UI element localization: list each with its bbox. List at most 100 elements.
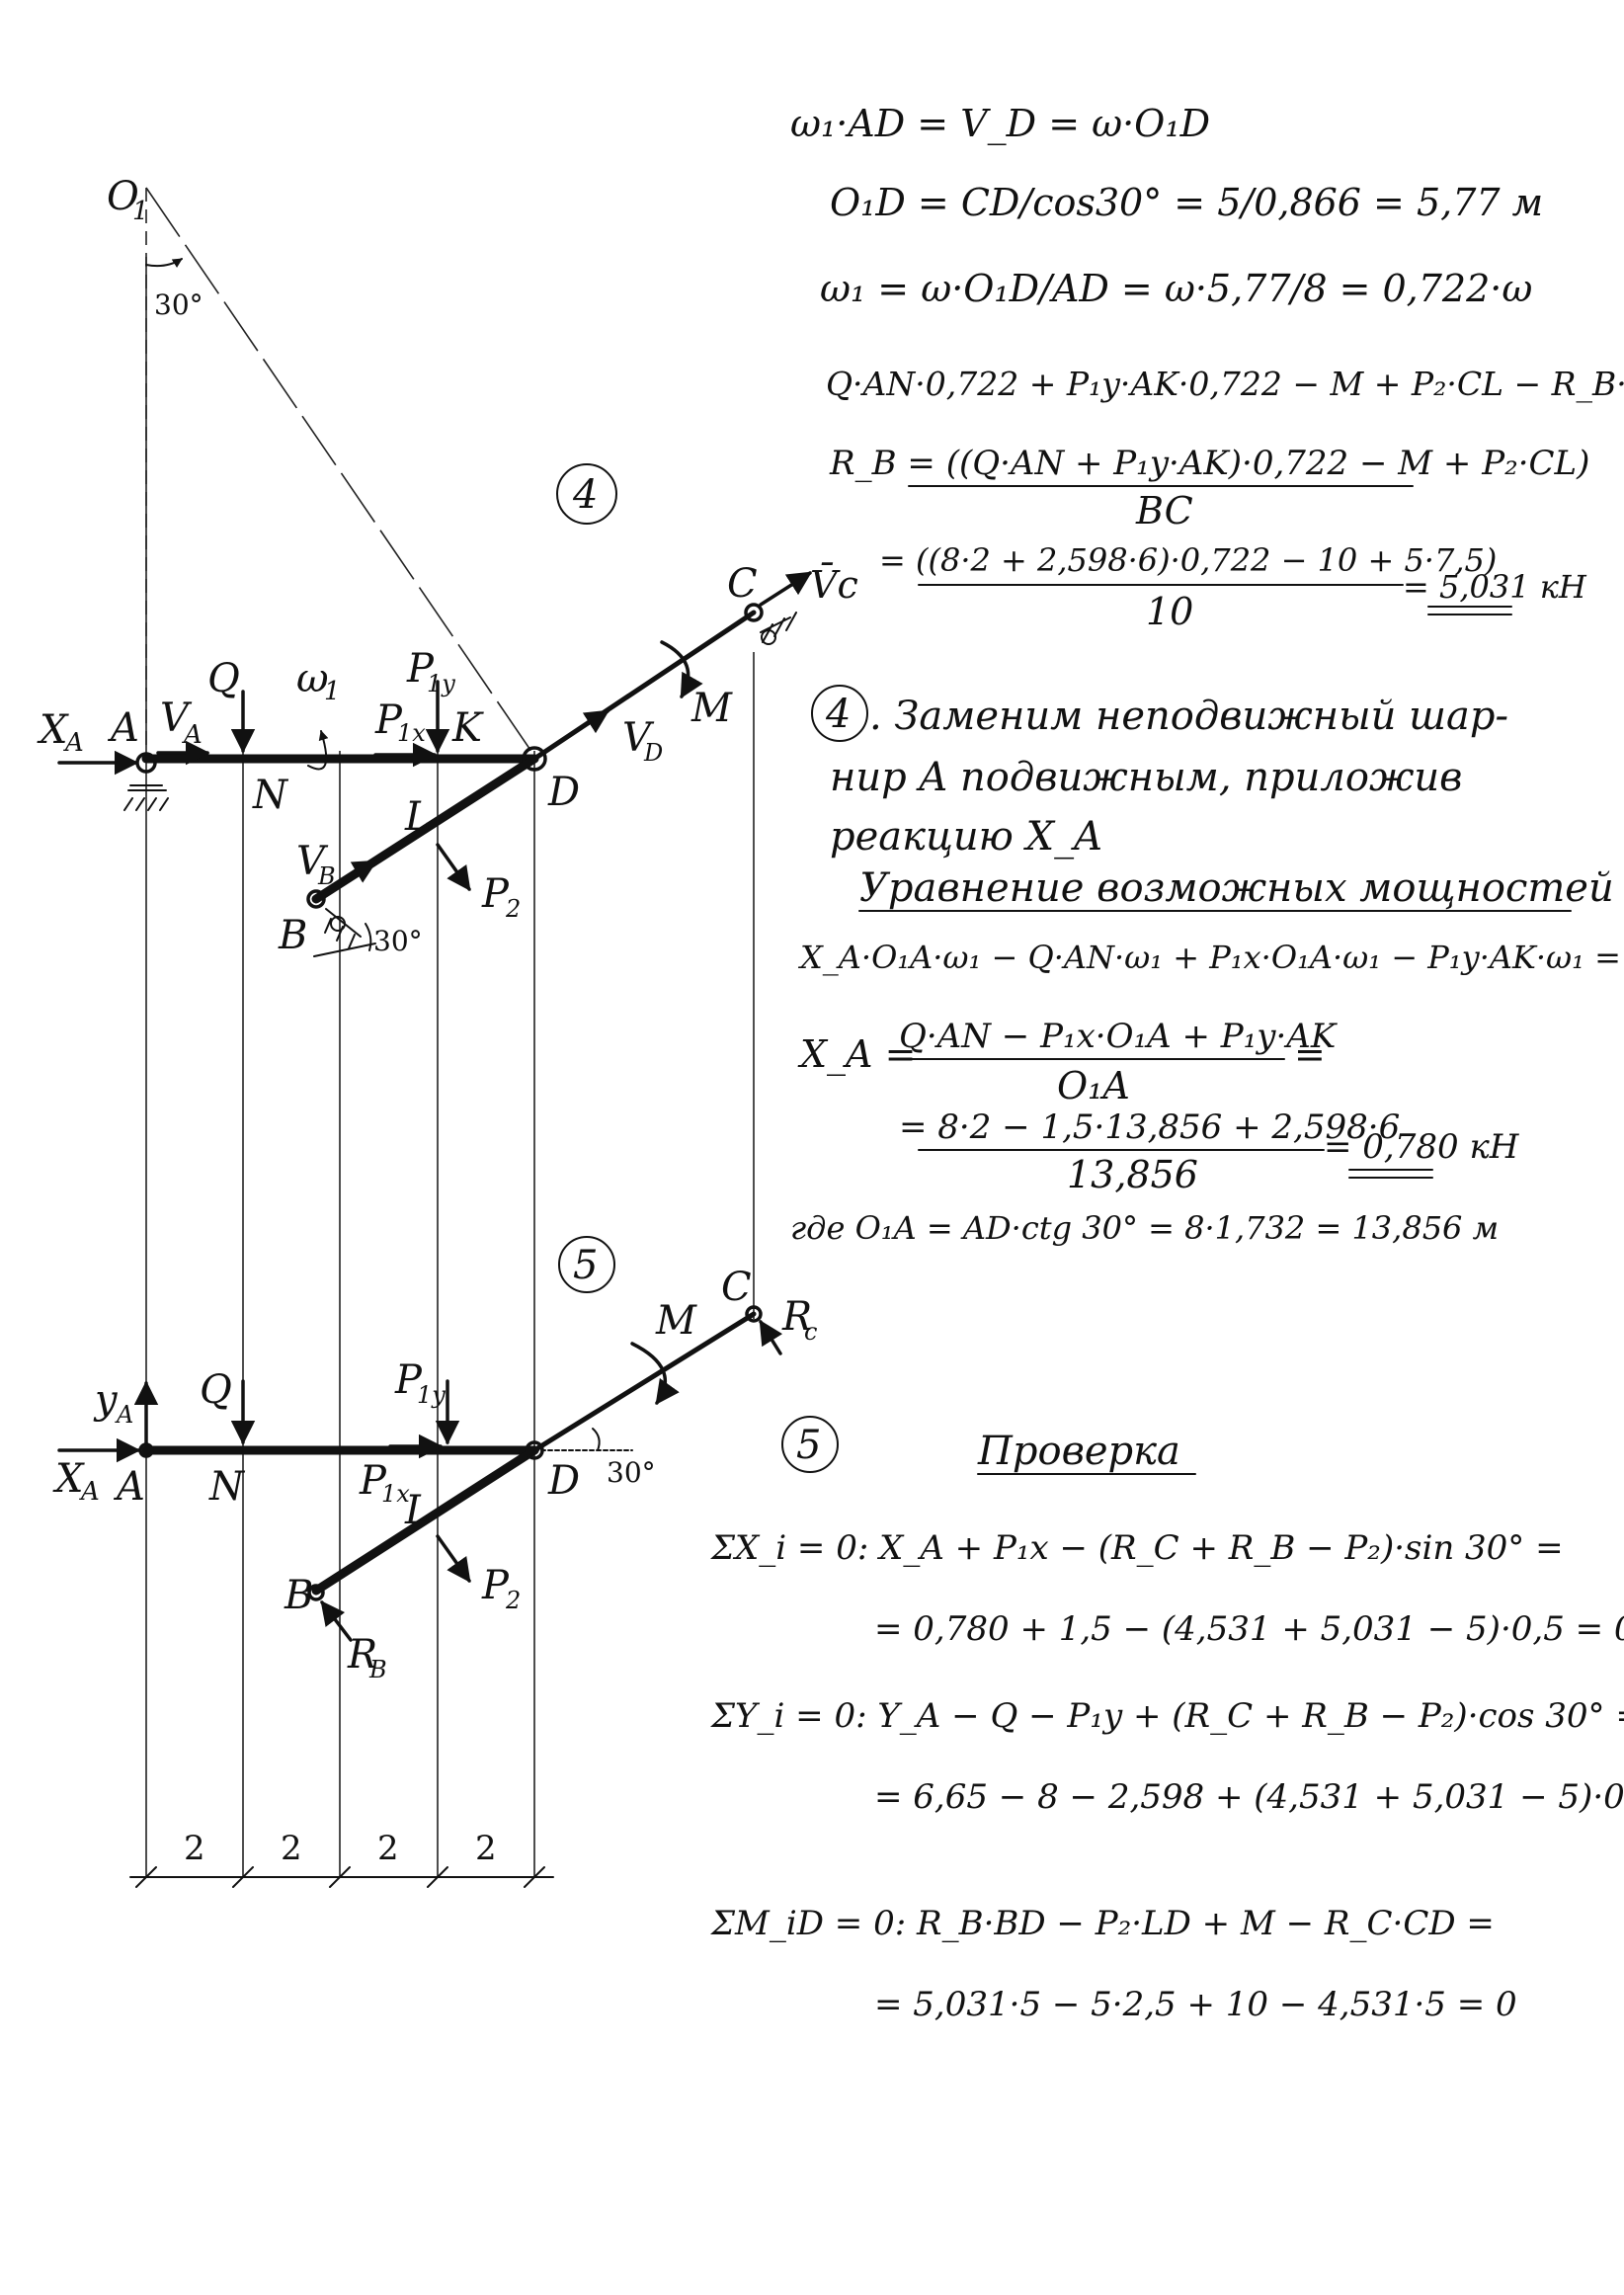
- angle-label-d-bottom: 30°: [607, 1456, 656, 1489]
- omega1-arrow: [307, 730, 329, 771]
- hinge-d-top-dot: [530, 755, 538, 763]
- label-xa-top: X: [37, 707, 69, 753]
- label-q-top: Q: [207, 656, 240, 701]
- arrow-p2-bottom: [436, 1534, 471, 1583]
- dimension-label-4: 2: [475, 1829, 497, 1868]
- case-five-circle: [558, 1236, 615, 1293]
- label-p1y-bottom: P: [394, 1357, 423, 1403]
- label-rc-bottom-sub: c: [804, 1318, 817, 1346]
- point-label-d-bottom: D: [547, 1458, 580, 1504]
- label-p2-bottom-sub: 2: [505, 1587, 521, 1614]
- angle-arc-b-top: [365, 923, 372, 951]
- angle-label-top: 30°: [154, 288, 203, 321]
- case-four-label: 4: [572, 472, 598, 518]
- arrow-rc-bottom: [759, 1319, 783, 1355]
- hinge-d-top: [522, 746, 547, 772]
- check-2-line-2: = 6,65 − 8 − 2,598 + (4,531 + 5,031 − 5)…: [874, 1777, 1624, 1817]
- point-label-o1: O: [107, 174, 139, 219]
- section-five-circle: [781, 1416, 839, 1473]
- label-p1x-bottom-sub: 1x: [381, 1480, 410, 1508]
- label-vb-top-sub: B: [317, 862, 336, 890]
- support-b-top: [313, 908, 376, 957]
- equation-7-lhs: X_A =: [797, 1032, 916, 1077]
- equation-8-numerator: = 8·2 − 1,5·13,856 + 2,598·6: [899, 1107, 1400, 1147]
- label-m-bottom: M: [655, 1298, 697, 1344]
- equation-2: O₁D = CD/cos30° = 5/0,866 = 5,77 м: [830, 181, 1543, 224]
- equation-5-denominator: BC: [1135, 489, 1193, 533]
- section-four-line-2: нир A подвижным, приложив: [830, 755, 1462, 800]
- check-1-line-2: = 0,780 + 1,5 − (4,531 + 5,031 − 5)·0,5 …: [874, 1609, 1624, 1649]
- label-p1x-top: P: [374, 697, 403, 743]
- moment-m-top: [660, 640, 703, 699]
- section-five-heading: Проверка: [977, 1429, 1180, 1474]
- equation-4: Q·AN·0,722 + P₁y·AK·0,722 − M + P₂·CL − …: [826, 365, 1624, 404]
- check-1-line-1: ΣX_i = 0: X_A + P₁x − (R_C + R_B − P₂)·s…: [709, 1528, 1564, 1568]
- case-five-label: 5: [573, 1243, 598, 1288]
- arrow-vb-top: [319, 860, 378, 895]
- moment-m-bottom: [630, 1342, 680, 1405]
- section-four-line-1: . Заменим неподвижный шар-: [869, 694, 1508, 739]
- point-label-o1-sub: 1: [132, 197, 149, 226]
- point-label-n-bottom: N: [208, 1464, 246, 1510]
- angle-label-b-top: 30°: [373, 925, 423, 957]
- label-q-bottom: Q: [200, 1367, 232, 1413]
- label-ya-bottom-sub: A: [115, 1401, 133, 1429]
- point-label-a-top: A: [107, 705, 139, 751]
- label-p1y-top-sub: 1y: [427, 670, 455, 697]
- dimension-label-2: 2: [281, 1829, 302, 1868]
- angle-arc-top: [145, 258, 183, 269]
- point-label-d-top: D: [547, 770, 580, 815]
- label-ya-bottom: y: [93, 1377, 119, 1423]
- label-xa-bottom-sub: A: [79, 1477, 100, 1507]
- equation-5b-numerator: = ((8·2 + 2,598·6)·0,722 − 10 + 5·7,5): [879, 541, 1497, 579]
- point-label-k-top: K: [451, 705, 484, 751]
- o1-d-line: [145, 187, 535, 757]
- hinge-c-top: [744, 603, 764, 622]
- arrow-vd-top: [551, 709, 610, 748]
- hinge-c-bottom: [745, 1305, 763, 1323]
- arrow-rb-bottom: [320, 1600, 353, 1642]
- point-label-a-bottom: A: [113, 1464, 145, 1510]
- label-vd-top: V: [622, 715, 655, 761]
- label-p1y-top: P: [406, 646, 435, 692]
- label-xa-top-sub: A: [63, 728, 84, 758]
- section-four-number: 4: [825, 692, 851, 737]
- label-m-top: M: [690, 686, 733, 731]
- check-3-line-1: ΣM_iD = 0: R_B·BD − P₂·LD + M − R_C·CD =: [709, 1904, 1495, 1943]
- calculations: ω₁·AD = V_D = ω·O₁D O₁D = CD/cos30° = 5/…: [709, 102, 1624, 2024]
- label-p2-top-sub: 2: [505, 895, 521, 923]
- section-four-line-3: реакцию X_A: [830, 814, 1102, 860]
- label-vd-top-sub: D: [643, 739, 663, 767]
- point-label-c-bottom: C: [721, 1265, 752, 1310]
- equation-9: где O₁A = AD·ctg 30° = 8·1,732 = 13,856 …: [790, 1209, 1499, 1247]
- equation-6: X_A·O₁A·ω₁ − Q·AN·ω₁ + P₁x·O₁A·ω₁ − P₁y·…: [797, 939, 1624, 976]
- label-p1x-bottom: P: [359, 1458, 387, 1504]
- label-omega1: ω: [296, 656, 329, 701]
- roller-c-top: [761, 629, 776, 645]
- support-c-top: [760, 612, 797, 643]
- arrow-p2-top: [436, 843, 471, 891]
- equation-1: ω₁·AD = V_D = ω·O₁D: [790, 102, 1210, 146]
- equation-5-numerator: R_B = ((Q·AN + P₁y·AK)·0,722 − M + P₂·CL…: [829, 444, 1589, 483]
- label-p2-bottom: P: [481, 1563, 510, 1608]
- hinge-b-bottom: [307, 1584, 325, 1601]
- dimension-ticks: [135, 1866, 545, 1888]
- label-vc-top: V̄c: [810, 563, 858, 607]
- point-label-c-top: C: [727, 561, 758, 607]
- dimension-label-1: 2: [184, 1829, 205, 1868]
- angle-arc-d-bottom: [592, 1428, 601, 1451]
- label-rc-bottom: R: [781, 1294, 812, 1340]
- roller-b-top: [330, 916, 346, 932]
- check-3-line-2: = 5,031·5 − 5·2,5 + 10 − 4,531·5 = 0: [874, 1985, 1517, 2024]
- section-five-number: 5: [796, 1423, 821, 1468]
- equation-8-denominator: 13,856: [1067, 1153, 1198, 1196]
- check-2-line-1: ΣY_i = 0: Y_A − Q − P₁y + (R_C + R_B − P…: [709, 1696, 1624, 1736]
- equation-8-result: = 0,780 кН: [1324, 1127, 1520, 1167]
- support-a-top: [123, 784, 169, 811]
- label-omega1-sub: 1: [324, 677, 341, 706]
- equation-7-numerator: Q·AN − P₁x·O₁A + P₁y·AK: [899, 1017, 1339, 1056]
- point-label-l-bottom: L: [404, 1488, 432, 1533]
- hinge-b-top: [306, 889, 326, 909]
